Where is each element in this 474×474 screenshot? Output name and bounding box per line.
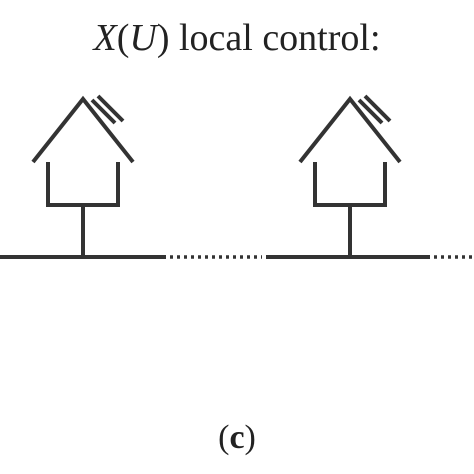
house-icon xyxy=(31,94,135,257)
title-x-symbol: X xyxy=(93,17,117,59)
caption-open-paren: ( xyxy=(218,419,230,456)
title-open-paren: ( xyxy=(116,17,130,59)
caption-close-paren: ) xyxy=(244,419,256,456)
figure-caption: (c) xyxy=(0,416,474,460)
diagram-title: X(U) local control: xyxy=(0,14,474,62)
house-icon xyxy=(298,94,402,257)
caption-letter: c xyxy=(229,419,245,456)
title-u-symbol: U xyxy=(129,17,157,59)
title-text: ) local control: xyxy=(156,17,381,59)
